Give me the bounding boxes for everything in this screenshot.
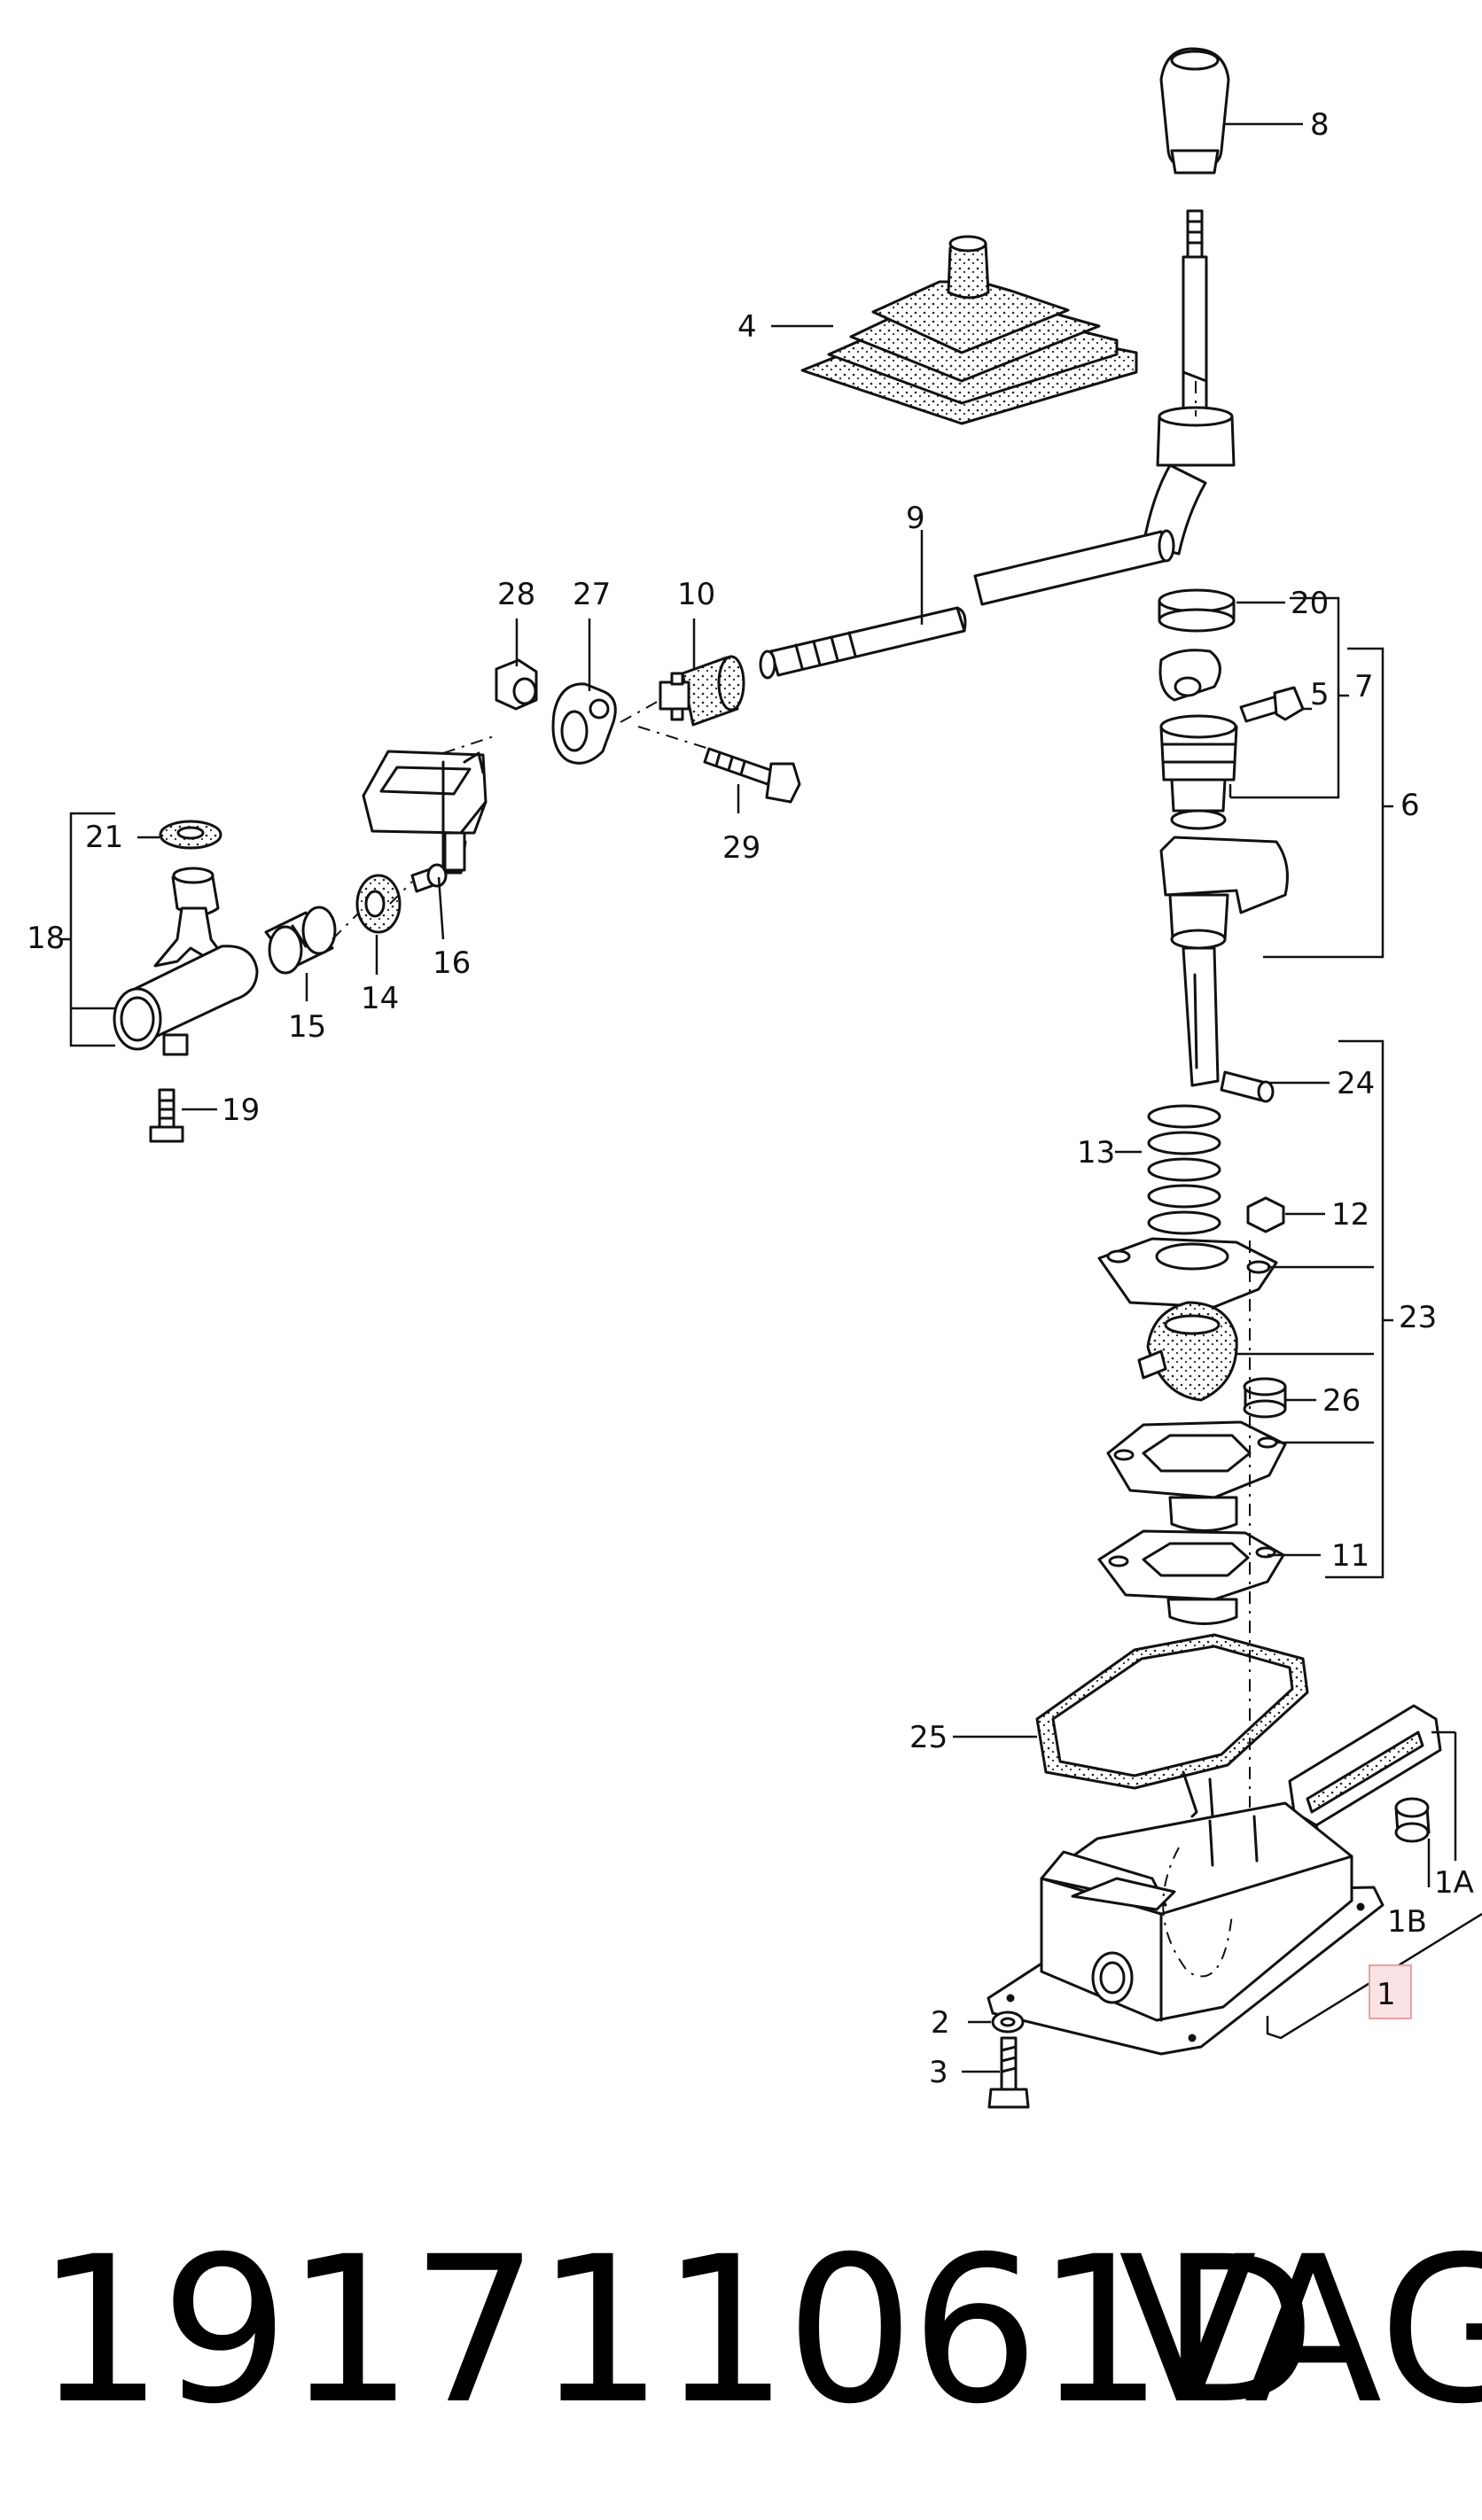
bearing-ring-14 [355, 874, 402, 934]
callout-7: 7 [1354, 669, 1374, 704]
callout-4: 4 [737, 309, 757, 345]
guide-rail-1A [1288, 1704, 1442, 1845]
callout-6: 6 [1400, 788, 1420, 823]
callout-11: 11 [1331, 1538, 1369, 1574]
brand-name: VAG [1119, 2213, 1482, 2448]
leader-lines [69, 122, 1482, 2073]
callout-2: 2 [931, 2005, 950, 2041]
pin [410, 863, 448, 893]
callout-26: 26 [1322, 1383, 1361, 1419]
callout-12: 12 [1331, 1197, 1369, 1233]
callout-5: 5 [1310, 677, 1330, 712]
ball-cage [1137, 1301, 1238, 1402]
lower-rod [1182, 946, 1220, 1087]
shift-lever-rod [1142, 209, 1236, 556]
callout-20: 20 [1291, 586, 1329, 621]
callout-15: 15 [288, 1009, 326, 1045]
bushing-10 [659, 655, 745, 727]
shift-finger-6 [1159, 836, 1289, 950]
bracket-16 [362, 750, 488, 875]
highlight-box [1369, 1964, 1412, 2019]
spring-13 [1147, 1104, 1221, 1235]
callout-10: 10 [677, 577, 715, 612]
part-number: 191711061D [35, 2213, 1316, 2448]
bushing-15 [264, 906, 337, 975]
spring-seat [1159, 714, 1238, 830]
bushing-26 [1243, 1377, 1287, 1419]
gearshift-housing-1 [987, 1770, 1384, 2056]
callout-19: 19 [222, 1093, 260, 1128]
assembly-axes [332, 381, 1251, 1978]
callout-1B: 1B [1387, 1904, 1427, 1940]
middle-plate [1106, 1420, 1287, 1532]
callout-16: 16 [433, 945, 471, 981]
bracket-ticks [60, 694, 1393, 1322]
upper-plate [1097, 1237, 1278, 1309]
callout-9: 9 [906, 501, 925, 536]
washer-2 [991, 2011, 1025, 2034]
callout-labels: 8 4 9 28 27 10 20 5 7 6 29 21 18 16 15 1… [27, 107, 1474, 2090]
callout-23: 23 [1399, 1300, 1437, 1335]
callout-8: 8 [1310, 107, 1330, 143]
callout-25: 25 [909, 1720, 948, 1755]
callout-3: 3 [929, 2055, 948, 2090]
lower-plate-11 [1097, 1529, 1285, 1625]
bolt-29 [703, 747, 801, 804]
ring-20 [1158, 588, 1236, 633]
screw-3 [987, 2036, 1030, 2109]
nut-12 [1246, 1196, 1285, 1233]
clamp-27 [551, 682, 617, 765]
callout-27: 27 [573, 577, 611, 612]
rubber-boot [800, 235, 1138, 425]
callout-13: 13 [1077, 1135, 1115, 1171]
gear-knob [1159, 47, 1230, 175]
callout-24: 24 [1337, 1066, 1375, 1101]
callout-1: 1 [1377, 1977, 1396, 2012]
ball-joint-5 [1158, 649, 1305, 723]
bushing-1B [1394, 1797, 1431, 1843]
pin-24 [1220, 1070, 1275, 1103]
shift-rod [759, 529, 1175, 680]
callout-14: 14 [361, 981, 399, 1016]
callout-1A: 1A [1434, 1865, 1474, 1901]
ring-21 [159, 820, 222, 850]
gasket-25 [1035, 1633, 1309, 1790]
callout-21: 21 [85, 820, 123, 855]
callout-29: 29 [722, 830, 760, 866]
callout-28: 28 [497, 577, 535, 612]
bolt-19 [149, 1088, 184, 1143]
nut-28 [495, 658, 538, 711]
callout-18: 18 [27, 921, 65, 956]
shift-housing-18 [113, 867, 259, 1056]
